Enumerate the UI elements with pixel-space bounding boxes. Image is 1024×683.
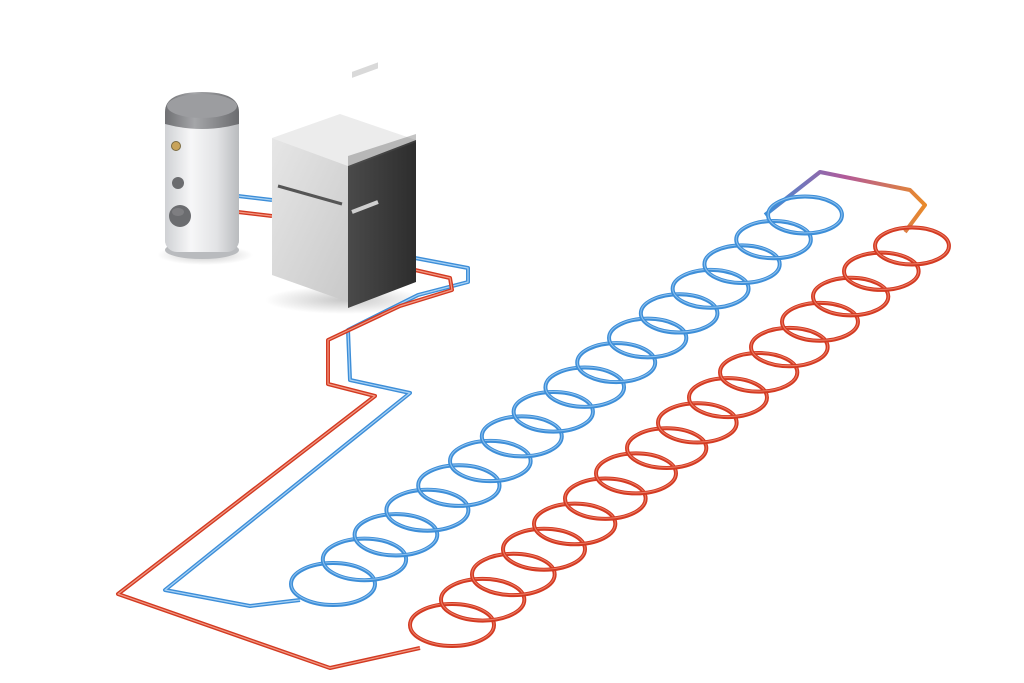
hot-coil-highlight [502,527,586,570]
cold-coil-highlight [576,342,656,383]
hot-coil-highlight [781,301,859,341]
hot-coil-highlight [874,226,950,265]
cold-coil-highlight [385,488,469,531]
cold-coil-highlight [354,513,438,556]
cold-coil-highlight [672,268,750,308]
hot-coil-highlight [812,276,889,316]
hot-loop-coils [408,225,951,648]
thermometer-gauge-icon [171,141,181,151]
cold-coil-highlight [735,219,812,259]
heat-pump-unit [272,62,416,308]
hot-coil-highlight [409,602,495,647]
hot-coil-highlight [595,452,677,494]
hot-coil-highlight [688,377,768,418]
cold-coil-highlight [417,464,501,506]
hot-coil-highlight [533,502,616,545]
unit-display-strip [352,62,378,78]
hot-coil-highlight [626,427,707,469]
hot-coil-highlight [471,552,556,596]
small-port-icon [172,177,184,189]
hot-coil-highlight [440,577,525,621]
cold-loop-coils [289,194,844,607]
unit-vent-line [277,184,343,206]
loop-end-connector [763,170,927,234]
cold-coil-highlight [449,439,532,482]
cold-coil-highlight [608,317,687,358]
cold-coil-highlight [544,366,625,407]
hot-coil-highlight [719,351,798,392]
hot-coil-highlight [750,326,829,367]
cold-coil-highlight [322,537,407,581]
cold-coil-highlight [703,244,781,284]
hot-coil-highlight [564,477,647,519]
cold-coil-highlight [640,293,718,333]
cold-coil-highlight [767,195,843,234]
hot-coil-highlight [843,251,920,290]
cold-coil-highlight [290,561,376,606]
cold-coil-highlight [513,390,594,432]
cold-coil-highlight [481,415,563,457]
supply-pipes [116,170,927,670]
hot-coil-highlight [657,402,738,443]
water-tank [165,92,239,259]
